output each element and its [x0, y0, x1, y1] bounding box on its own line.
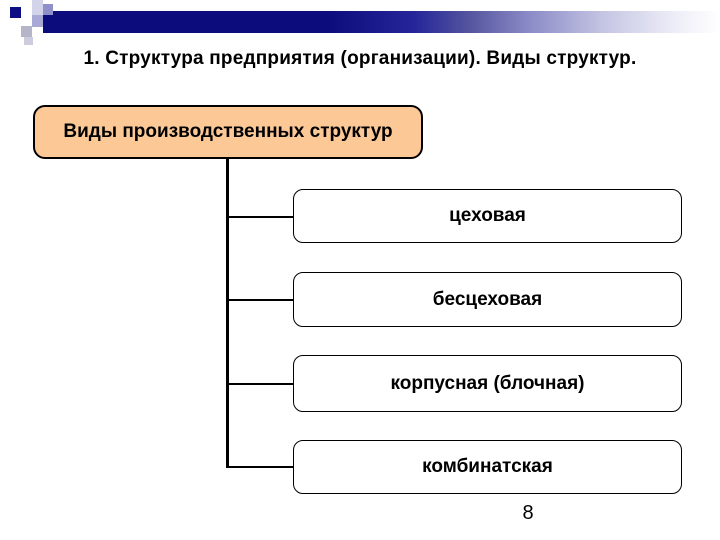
connector-branch — [226, 383, 293, 385]
deco-square-icon — [32, 0, 43, 15]
slide-title: 1. Структура предприятия (организации). … — [83, 48, 637, 69]
header-gradient-band — [43, 11, 720, 33]
connector-branch — [226, 216, 293, 218]
diagram-node-kombinatskaya: комбинатская — [293, 440, 682, 494]
connector-trunk — [226, 159, 229, 468]
diagram-node-korpusnaya: корпусная (блочная) — [293, 355, 682, 412]
connector-branch — [226, 299, 293, 301]
deco-square-icon — [43, 4, 53, 15]
deco-square-icon — [32, 15, 43, 27]
diagram-root-node: Виды производственных структур — [33, 105, 423, 159]
connector-branch — [226, 466, 293, 468]
diagram-node-bestsehovaya: бесцеховая — [293, 272, 682, 327]
deco-square-icon — [21, 26, 32, 37]
diagram-node-tsehovaya: цеховая — [293, 189, 682, 243]
deco-square-icon — [10, 7, 21, 18]
deco-square-icon — [24, 37, 33, 45]
page-number: 8 — [522, 502, 534, 524]
